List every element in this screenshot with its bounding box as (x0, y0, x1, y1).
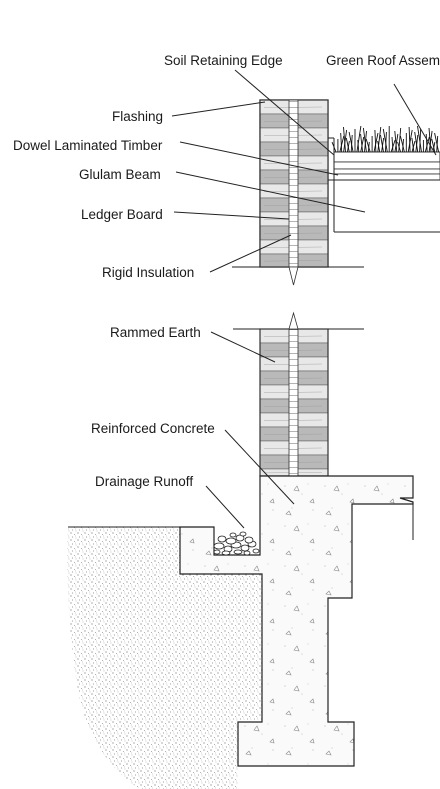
grass-blade (339, 135, 345, 153)
gravel-stone (243, 550, 251, 556)
grass-blade (356, 125, 362, 153)
gravel-stone (229, 532, 237, 538)
grass-blade (340, 132, 343, 153)
grass-blade (407, 129, 413, 153)
label-green-roof-assembly: Green Roof Assembly (326, 53, 440, 68)
lower-rammed-earth-wall (259, 328, 329, 477)
label-reinforced-concrete: Reinforced Concrete (91, 421, 215, 436)
grass-blade (394, 133, 399, 153)
label-dowel-laminated-timber: Dowel Laminated Timber (13, 138, 163, 153)
grass-blade (377, 140, 381, 153)
grass-blade (397, 141, 402, 153)
grass-blade (411, 137, 415, 153)
gravel-stone (244, 536, 254, 544)
lower-insulation-tip (288, 311, 299, 330)
gravel-stone (213, 549, 221, 555)
grass-blade (424, 136, 430, 153)
callouts: Soil Retaining Edge Green Roof Assembly … (13, 53, 440, 529)
lower-rigid-insulation (288, 328, 299, 477)
grass-blade (414, 131, 419, 153)
label-rammed-earth: Rammed Earth (110, 325, 201, 340)
grass-blade (360, 133, 364, 153)
grass-blade (345, 137, 350, 153)
grass-blade (417, 125, 422, 153)
gravel-stone (217, 535, 227, 543)
reinforced-concrete-foundation (179, 475, 414, 767)
label-soil-retaining-edge: Soil Retaining Edge (164, 53, 283, 68)
grass-blade (431, 138, 436, 153)
grass-blade (362, 127, 367, 153)
gravel-stone (221, 550, 231, 556)
grass-blade (357, 139, 360, 153)
grass-blade (365, 138, 371, 153)
grass-blade (331, 141, 337, 153)
grass-blade (390, 139, 396, 153)
green-roof-assembly-graphic (328, 125, 440, 233)
grass-blade (377, 126, 382, 153)
grass-blade (394, 130, 398, 153)
label-glulam-beam: Glulam Beam (79, 167, 161, 182)
grass-blade (434, 132, 440, 153)
gravel-stone (225, 537, 237, 545)
label-rigid-insulation: Rigid Insulation (102, 265, 194, 280)
grass-blade (343, 126, 346, 153)
grass-blade (374, 129, 377, 153)
drainage-gravel (213, 531, 260, 556)
grass-blade (382, 128, 388, 153)
grass-blade (343, 129, 348, 153)
label-drainage-runoff: Drainage Runoff (95, 474, 193, 489)
gravel-stone (233, 549, 243, 555)
upper-rigid-insulation (288, 99, 299, 268)
soil-mass (67, 527, 262, 789)
grass-blade (373, 132, 379, 153)
grass-blade (425, 133, 428, 153)
grass-blade (428, 130, 433, 153)
grass-blade (399, 135, 405, 153)
label-flashing: Flashing (112, 109, 163, 124)
grass-blade (380, 134, 384, 153)
upper-insulation-tip (288, 266, 299, 286)
grass-blade (408, 126, 411, 153)
grass-blade (348, 131, 354, 153)
gravel-stone (240, 544, 250, 552)
gravel-stone (252, 548, 260, 554)
gravel-stone (239, 531, 247, 537)
gravel-stone (213, 542, 225, 550)
grass-blade (428, 127, 432, 153)
grass-blade (391, 136, 394, 153)
label-ledger-board: Ledger Board (81, 207, 163, 222)
